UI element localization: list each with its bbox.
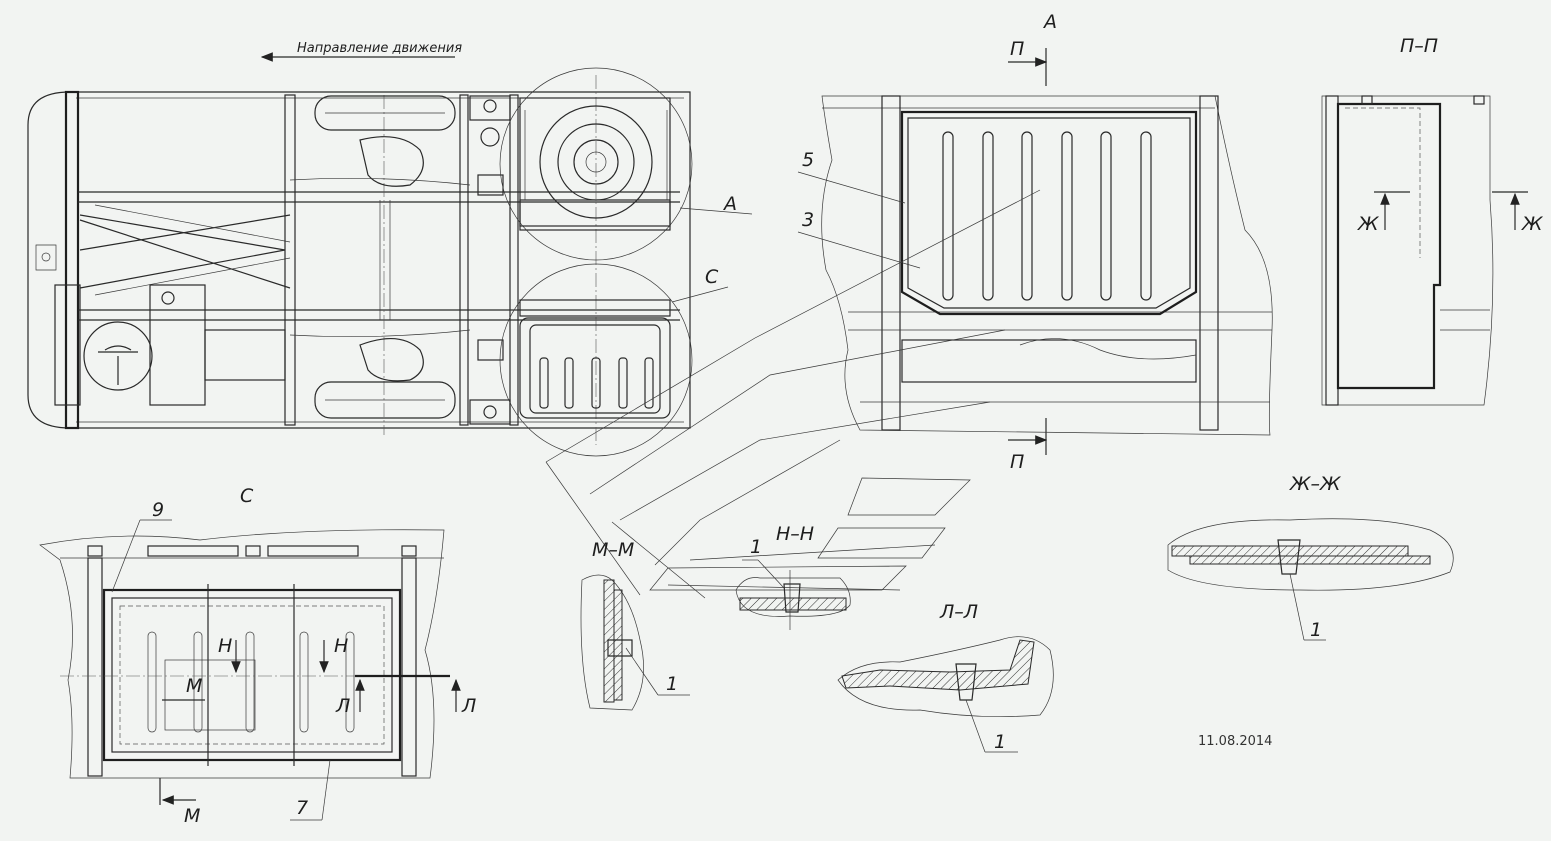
view-a: А П П 5 3 [797,11,1273,473]
section-nn: Н–Н 1 [735,523,851,630]
callout-7: 7 [296,797,308,819]
section-zhzh: Ж–Ж 1 [1167,473,1454,641]
drawing-date: 11.08.2014 [1198,734,1272,749]
pp-cover-profile [1336,102,1442,390]
callout-9: 9 [152,499,164,521]
section-pp-title: П–П [1400,35,1438,57]
callout-3: 3 [802,209,814,231]
callout-1-ll: 1 [994,731,1006,753]
callout-a: А [722,193,737,215]
section-ll: Л–Л 1 [837,601,1054,753]
view-c: С Н Н [39,485,476,827]
callout-1-zhzh: 1 [1310,619,1322,641]
spare-wheel [539,105,653,219]
section-zh-marker-right: Ж [1521,213,1544,235]
direction-label: Направление движения [297,41,462,56]
view-a-title: А [1042,11,1057,33]
section-l-marker-2: Л [461,695,476,717]
section-n-marker-2: Н [334,635,348,657]
section-l-marker-1: Л [335,695,350,717]
chassis-plan-view: Направление движения [27,41,753,457]
section-ll-title: Л–Л [939,601,978,623]
cover-panel [900,110,1198,316]
section-zh-marker-left: Ж [1357,213,1380,235]
view-c-title: С [240,485,254,507]
detail-c-circle [499,263,693,457]
callout-1-mm: 1 [666,673,678,695]
section-mm-title: М–М [592,539,634,561]
section-m-marker-bottom: М [184,805,200,827]
section-m-marker-top: М [186,675,202,697]
detail-a-circle [499,67,693,261]
section-p-marker-bottom: П [1010,451,1024,473]
section-p-marker-top: П [1010,38,1024,60]
section-pp: П–П Ж Ж [1321,35,1544,406]
callout-1-nn: 1 [750,536,762,558]
section-mm: М–М 1 [580,539,690,711]
left-rear-wheel [314,95,456,131]
engine-block [149,284,206,406]
section-n-marker-1: Н [218,635,232,657]
section-zhzh-title: Ж–Ж [1289,473,1342,495]
front-bumper [64,90,80,430]
section-nn-title: Н–Н [776,523,814,545]
battery-box [519,317,671,419]
callout-c: С [705,266,719,288]
callout-5: 5 [802,149,814,171]
steering-wheel [83,321,153,391]
right-rear-wheel [314,381,456,419]
